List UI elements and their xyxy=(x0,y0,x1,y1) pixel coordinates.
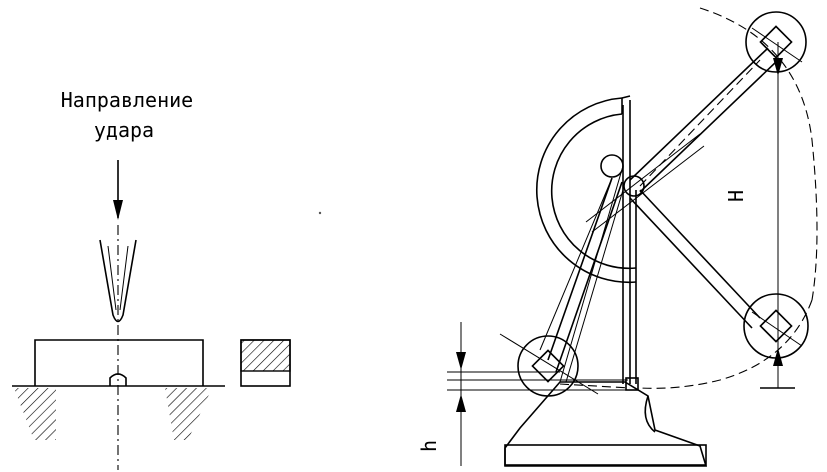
specimen-support xyxy=(625,377,639,391)
specimen-bar xyxy=(34,339,204,386)
pendulum-arm-bottom xyxy=(539,177,623,373)
hammer-bottom xyxy=(499,333,599,397)
pendulum-arm-mid xyxy=(585,133,705,233)
height-h-label: h xyxy=(417,440,441,452)
impact-direction-label: Направление удара xyxy=(61,88,193,142)
angle-scale-arc xyxy=(535,95,637,284)
specimen-cross-section xyxy=(240,339,291,387)
hammer-top xyxy=(745,11,807,73)
support-base xyxy=(12,385,225,440)
pendulum-arm-end xyxy=(629,189,761,329)
swing-trajectory xyxy=(559,7,818,389)
height-H-label: H xyxy=(724,190,748,202)
pendulum-frame xyxy=(504,100,708,467)
height-h-dimension: h xyxy=(417,322,628,466)
pendulum-arm-start xyxy=(629,47,779,193)
impact-direction-arrow xyxy=(113,160,123,220)
impact-direction-line2: удара xyxy=(94,118,154,142)
impact-direction-line1: Направление xyxy=(61,88,193,112)
striker-knife xyxy=(99,239,137,323)
stray-dot xyxy=(318,211,322,215)
height-H-dimension: H xyxy=(724,42,795,389)
